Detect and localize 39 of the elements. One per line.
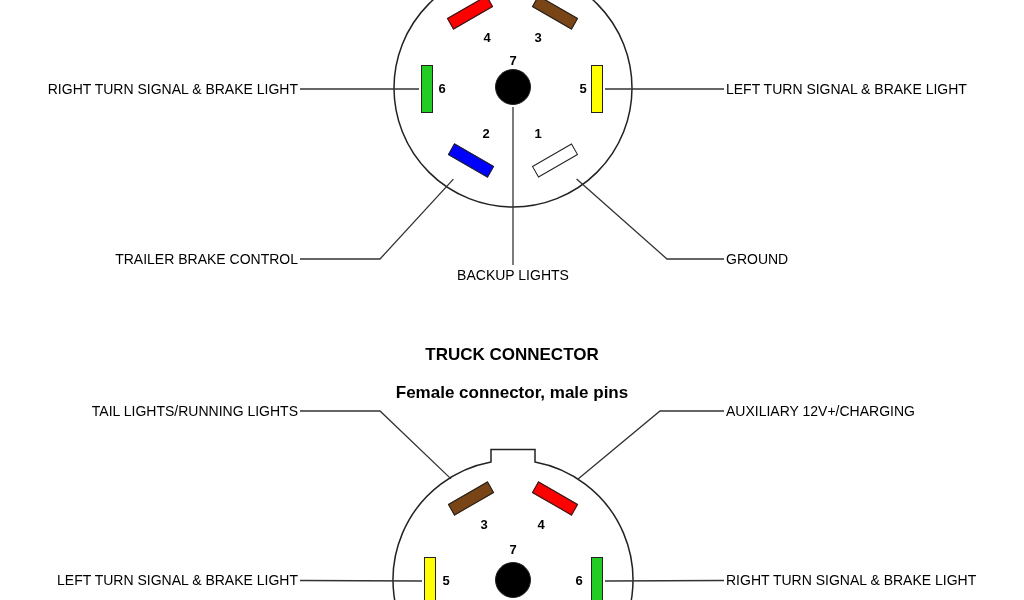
leader-line <box>575 178 725 260</box>
wire-label: LEFT TURN SIGNAL & BRAKE LIGHT <box>726 81 967 97</box>
wire-label: BACKUP LIGHTS <box>363 267 663 283</box>
flat-pin <box>591 557 603 600</box>
wire-label: RIGHT TURN SIGNAL & BRAKE LIGHT <box>47 81 298 97</box>
wire-label: TAIL LIGHTS/RUNNING LIGHTS <box>91 403 298 419</box>
wire-label: RIGHT TURN SIGNAL & BRAKE LIGHT <box>726 572 977 588</box>
pin-number: 7 <box>508 54 518 68</box>
leader-line <box>299 88 420 90</box>
wire-label: TRAILER BRAKE CONTROL <box>115 251 298 267</box>
round-pin <box>495 69 531 105</box>
flat-pin <box>424 557 436 600</box>
flat-pin <box>421 65 433 113</box>
pin-number: 4 <box>482 31 492 45</box>
pin-number: 5 <box>441 574 451 588</box>
heading: TRUCK CONNECTOR <box>424 345 600 365</box>
pin-number: 4 <box>536 518 546 532</box>
subheading: Female connector, male pins <box>394 383 630 403</box>
pin-number: 3 <box>533 31 543 45</box>
connector-outline <box>394 0 632 207</box>
flat-pin <box>591 65 603 113</box>
round-pin <box>495 562 531 598</box>
leader-line <box>604 88 725 90</box>
leader-line <box>604 579 725 582</box>
pin-number: 5 <box>578 82 588 96</box>
leader-line <box>299 178 455 260</box>
leader-line <box>299 410 452 480</box>
leader-line <box>577 410 725 480</box>
wire-label: GROUND <box>726 251 789 267</box>
pin-number: 1 <box>533 127 543 141</box>
pin-number: 3 <box>479 518 489 532</box>
pin-number: 2 <box>481 127 491 141</box>
pin-number: 7 <box>508 543 518 557</box>
leader-line <box>299 579 423 582</box>
pin-number: 6 <box>574 574 584 588</box>
wire-label: LEFT TURN SIGNAL & BRAKE LIGHT <box>57 572 298 588</box>
pin-number: 6 <box>437 82 447 96</box>
leader-line <box>512 106 514 266</box>
wire-label: AUXILIARY 12V+/CHARGING <box>726 403 915 419</box>
